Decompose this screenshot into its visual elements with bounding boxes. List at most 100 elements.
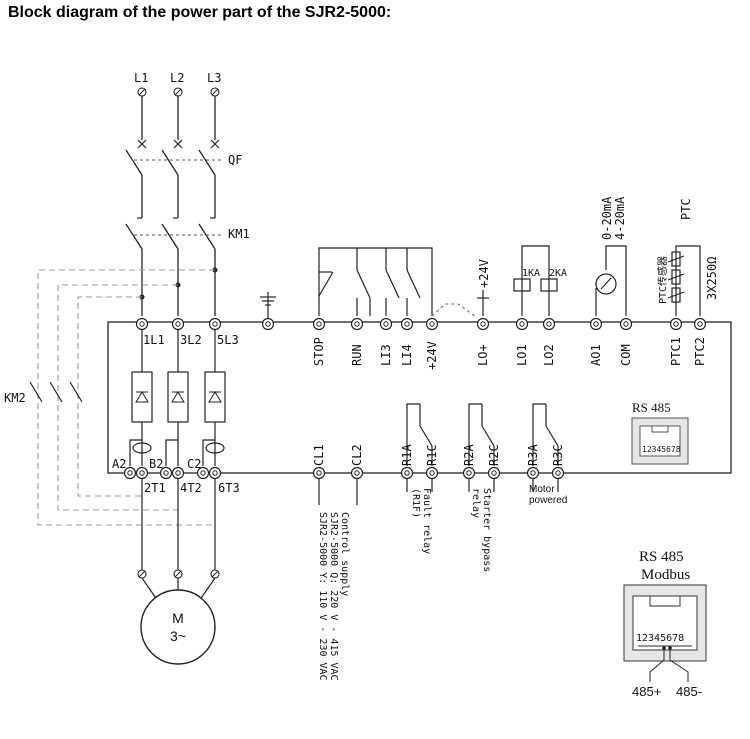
label-l1: L1 <box>134 71 148 85</box>
rs485-big-pins: 12345678 <box>636 633 684 644</box>
terminal-r1c <box>425 466 439 480</box>
terminal-r3a <box>526 466 540 480</box>
terminal-r2c <box>487 466 501 480</box>
label-b2: B2 <box>149 457 163 471</box>
terminal-li3 <box>379 317 393 331</box>
terminal-com <box>619 317 633 331</box>
label-4t2: 4T2 <box>180 481 202 495</box>
label-lo1: LO1 <box>515 344 529 366</box>
rs485-big-label: RS 485 <box>639 549 684 565</box>
label-cl1: CL1 <box>312 444 326 466</box>
rs485-small-port <box>631 417 689 465</box>
label-2ka: 2KA <box>549 268 567 279</box>
terminal-ptc1 <box>669 317 683 331</box>
page-title: Block diagram of the power part of the S… <box>8 4 392 21</box>
terminal-5l3 <box>208 317 222 331</box>
terminal-ao1 <box>589 317 603 331</box>
label-ao1: AO1 <box>589 344 603 366</box>
rs485-neg-label: 485- <box>676 684 702 699</box>
label-cl2: CL2 <box>350 444 364 466</box>
supply-lines <box>125 96 216 316</box>
label-24v: +24V <box>425 341 439 370</box>
terminal-stop <box>312 317 326 331</box>
terminal-24v <box>425 317 439 331</box>
label-l2: L2 <box>170 71 184 85</box>
terminal-r3c <box>551 466 565 480</box>
rs485-small-label: RS 485 <box>632 400 671 415</box>
label-ptc-sensor: PTC传感器 <box>656 256 669 304</box>
note-bypass-2: relay <box>470 488 481 518</box>
terminal-lo2 <box>542 317 556 331</box>
label-km1: KM1 <box>228 227 250 241</box>
terminal-ptc2 <box>693 317 707 331</box>
motor-label: M <box>172 610 184 626</box>
label-lo2: LO2 <box>542 344 556 366</box>
rs485-pos-label: 485+ <box>632 684 661 699</box>
rs485-small-pins: 12345678 <box>642 445 681 454</box>
terminal-1l1 <box>135 317 149 331</box>
label-0-20ma: 0-20mA <box>600 196 614 240</box>
label-ptc1: PTC1 <box>669 337 683 366</box>
note-motor-1: Motor <box>529 484 555 495</box>
note-motor-2: powered <box>529 495 567 506</box>
note-bypass-1: Starter bypass <box>481 488 492 572</box>
terminal-l1 <box>137 87 147 97</box>
motor-phase: 3~ <box>170 628 186 644</box>
starter-box <box>107 321 732 474</box>
note-supply-y: SJR2-5000 Y: 110 V - 230 VAC <box>317 512 328 681</box>
label-lo: LO+ <box>476 344 490 366</box>
terminal-cl1 <box>312 466 326 480</box>
label-r3a: R3A <box>526 444 540 466</box>
terminal-cl2 <box>350 466 364 480</box>
terminal-6t3 <box>208 466 222 480</box>
label-c2: C2 <box>187 457 201 471</box>
note-fault-2: (R1F) <box>410 488 421 518</box>
label-3l2: 3L2 <box>180 333 202 347</box>
rs485-big-sublabel: Modbus <box>641 567 690 583</box>
terminal-l3 <box>210 87 220 97</box>
label-qf: QF <box>228 153 242 167</box>
label-plus24v: +24V <box>477 259 491 288</box>
rs485-big-port <box>623 584 707 662</box>
label-li3: LI3 <box>379 344 393 366</box>
label-2t1: 2T1 <box>144 481 166 495</box>
terminal-2t1 <box>135 466 149 480</box>
terminal-motor-w <box>210 569 220 579</box>
terminal-li4 <box>400 317 414 331</box>
label-4-20ma: 4-20mA <box>613 196 627 240</box>
label-1ka: 1KA <box>522 268 540 279</box>
terminal-4t2 <box>171 466 185 480</box>
label-ptc-res: 3X250Ω <box>705 257 719 300</box>
note-fault-1: Fault relay <box>421 488 432 554</box>
label-li4: LI4 <box>400 344 414 366</box>
label-6t3: 6T3 <box>218 481 240 495</box>
label-l3: L3 <box>207 71 221 85</box>
terminal-lo1 <box>515 317 529 331</box>
terminal-motor-u <box>137 569 147 579</box>
km2-bypass <box>37 269 215 526</box>
terminal-r1a <box>400 466 414 480</box>
label-r3c: R3C <box>551 444 565 466</box>
label-run: RUN <box>350 344 364 366</box>
label-r2c: R2C <box>487 444 501 466</box>
label-5l3: 5L3 <box>217 333 239 347</box>
label-com: COM <box>619 344 633 366</box>
label-r1a: R1A <box>400 444 414 466</box>
note-supply-title: Control supply <box>339 512 350 596</box>
terminal-lo <box>476 317 490 331</box>
label-r2a: R2A <box>462 444 476 466</box>
label-1l1: 1L1 <box>143 333 165 347</box>
label-r1c: R1C <box>425 444 439 466</box>
earth-icon <box>260 292 276 318</box>
label-ptc: PTC <box>679 198 693 220</box>
terminal-r2a <box>462 466 476 480</box>
label-stop: STOP <box>312 337 326 366</box>
terminal-l2 <box>173 87 183 97</box>
note-supply-q: SJR2-5000 Q: 220 V - 415 VAC <box>328 512 339 681</box>
label-a2: A2 <box>112 457 126 471</box>
terminal-3l2 <box>171 317 185 331</box>
motor-icon <box>140 589 216 665</box>
terminal-run <box>350 317 364 331</box>
rs485-big-leads <box>649 648 689 682</box>
